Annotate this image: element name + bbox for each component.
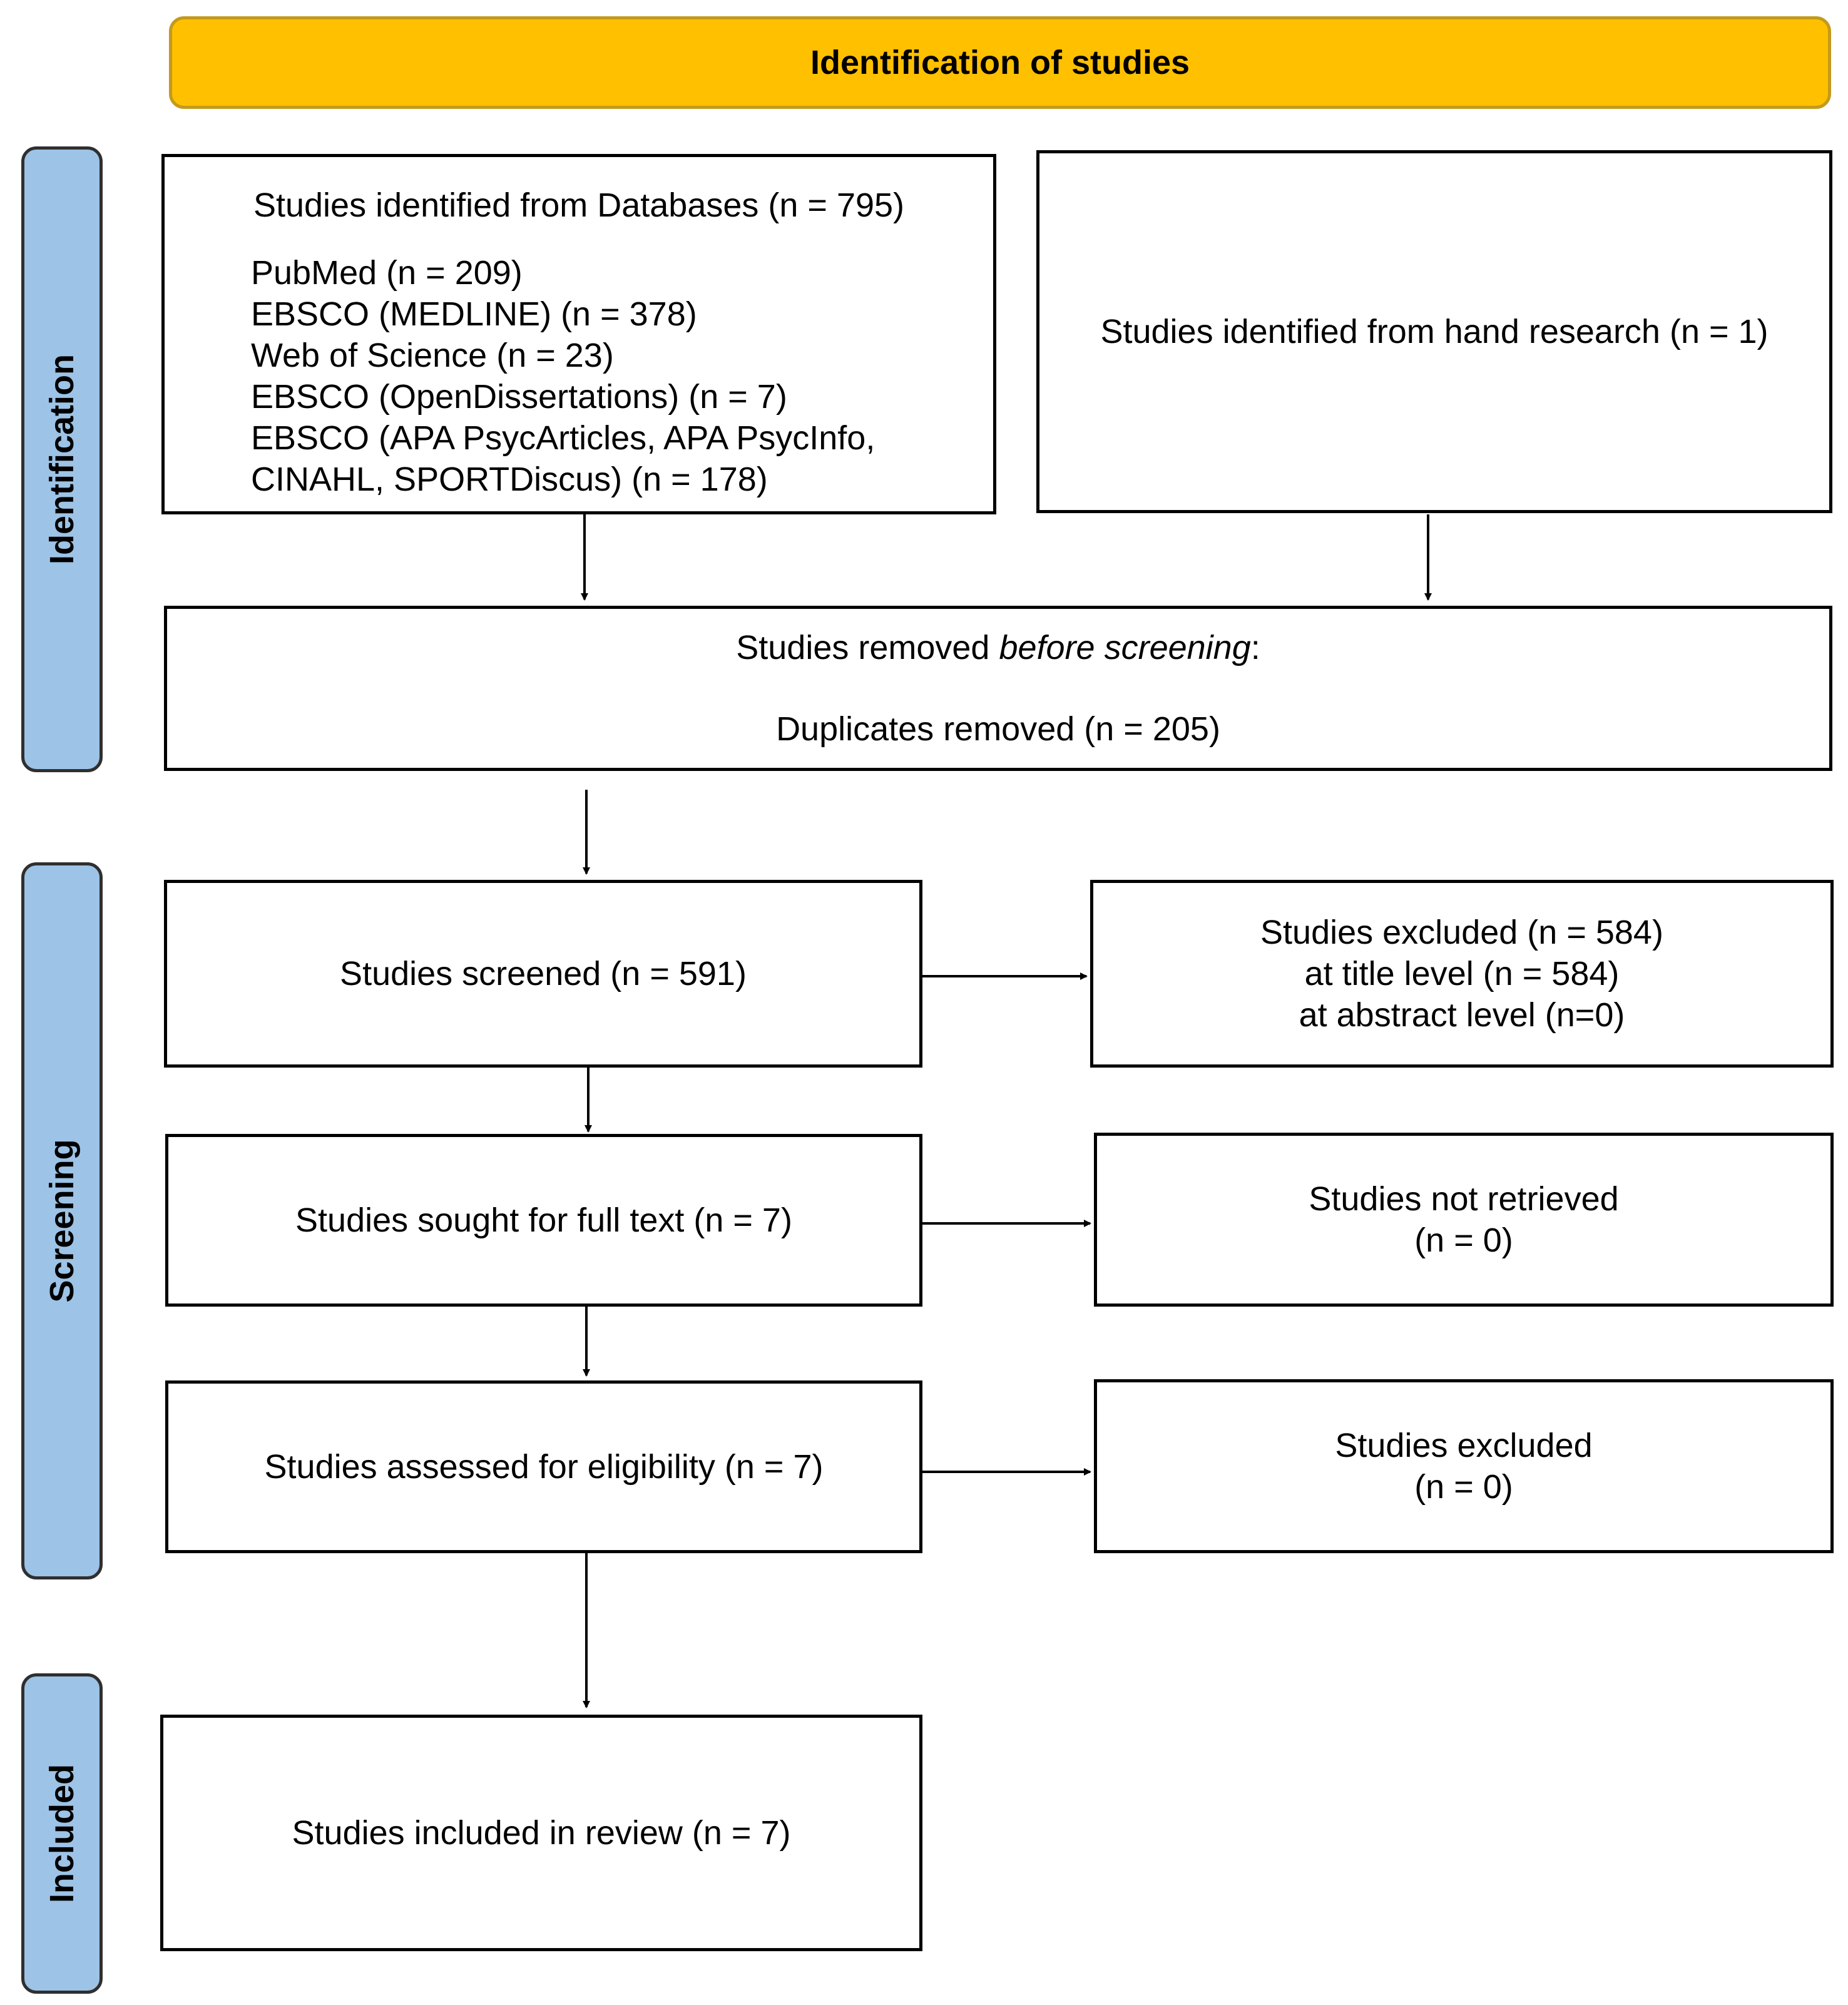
source-ebsco-apa-line1: EBSCO (APA PsycArticles, APA PsycInfo,	[251, 419, 876, 457]
not-retrieved-line1: Studies not retrieved	[1309, 1180, 1619, 1218]
hand-research-box: Studies identified from hand research (n…	[1036, 150, 1832, 513]
removed-before-screening-box: Studies removed before screening: Duplic…	[164, 606, 1832, 771]
eligibility-excluded-line1: Studies excluded	[1335, 1427, 1593, 1464]
phase-screening: Screening	[21, 862, 103, 1579]
sought-box: Studies sought for full text (n = 7)	[165, 1134, 922, 1307]
phase-included-label: Included	[43, 1763, 81, 1904]
removed-heading: Studies removed before screening:	[736, 629, 1260, 666]
excluded-title-level: at title level (n = 584)	[1304, 955, 1620, 992]
excluded-abstract-level: at abstract level (n=0)	[1299, 996, 1625, 1034]
assessed-text: Studies assessed for eligibility (n = 7)	[264, 1448, 824, 1486]
database-source-list: PubMed (n = 209) EBSCO (MEDLINE) (n = 37…	[251, 252, 875, 500]
screened-box: Studies screened (n = 591)	[164, 880, 922, 1068]
phase-identification-label: Identification	[43, 354, 81, 564]
databases-title: Studies identified from Databases (n = 7…	[253, 186, 905, 224]
phase-screening-label: Screening	[43, 1139, 81, 1303]
hand-research-text: Studies identified from hand research (n…	[1100, 313, 1769, 350]
eligibility-excluded-line2: (n = 0)	[1414, 1468, 1513, 1506]
included-text: Studies included in review (n = 7)	[292, 1814, 791, 1852]
eligibility-excluded-box: Studies excluded (n = 0)	[1094, 1379, 1834, 1553]
source-ebsco-medline: EBSCO (MEDLINE) (n = 378)	[251, 295, 697, 333]
phase-included: Included	[21, 1673, 103, 1994]
source-ebsco-opendissertations: EBSCO (OpenDissertations) (n = 7)	[251, 378, 787, 416]
phase-identification: Identification	[21, 146, 103, 772]
excluded-title: Studies excluded (n = 584)	[1260, 914, 1663, 951]
screened-text: Studies screened (n = 591)	[340, 955, 747, 992]
not-retrieved-line2: (n = 0)	[1414, 1222, 1513, 1259]
included-box: Studies included in review (n = 7)	[160, 1715, 922, 1951]
source-ebsco-apa-line2: CINAHL, SPORTDiscus) (n = 178)	[251, 461, 768, 498]
source-web-of-science: Web of Science (n = 23)	[251, 337, 614, 374]
source-pubmed: PubMed (n = 209)	[251, 254, 523, 292]
identification-of-studies-banner: Identification of studies	[169, 16, 1831, 109]
excluded-box: Studies excluded (n = 584) at title leve…	[1090, 880, 1834, 1068]
not-retrieved-box: Studies not retrieved (n = 0)	[1094, 1133, 1834, 1307]
duplicates-removed: Duplicates removed (n = 205)	[776, 710, 1220, 748]
banner-title: Identification of studies	[810, 44, 1190, 81]
assessed-box: Studies assessed for eligibility (n = 7)	[165, 1380, 922, 1553]
databases-box: Studies identified from Databases (n = 7…	[161, 154, 996, 514]
sought-text: Studies sought for full text (n = 7)	[295, 1201, 792, 1239]
